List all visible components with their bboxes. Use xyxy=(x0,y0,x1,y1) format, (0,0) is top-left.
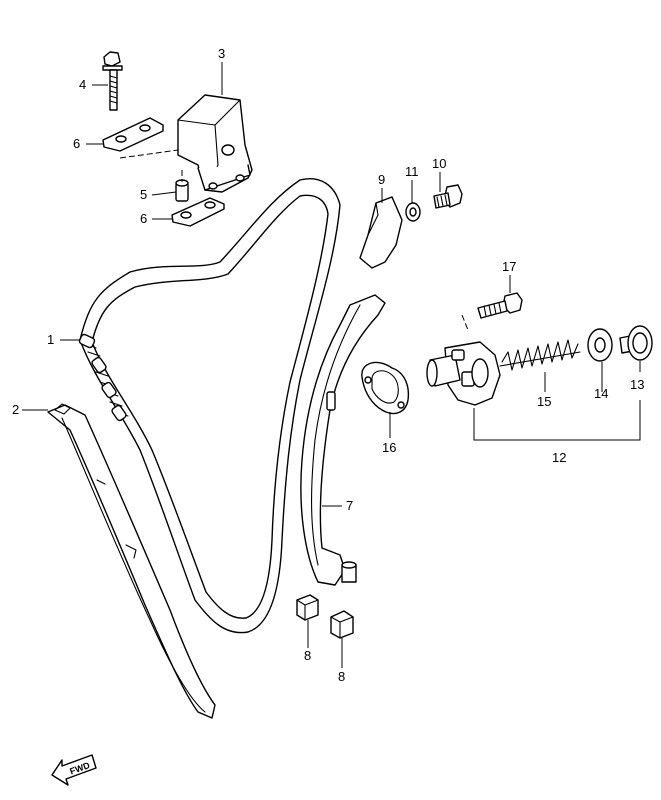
part-6-plate-lower xyxy=(171,197,225,227)
part-4-bolt xyxy=(102,51,123,111)
callout-8-right: 8 xyxy=(338,669,345,684)
callout-9: 9 xyxy=(378,172,385,187)
fwd-arrow-icon: FWD xyxy=(51,754,97,786)
leader-lines xyxy=(22,62,641,668)
callout-10: 10 xyxy=(432,156,446,171)
part-14-washer xyxy=(587,328,613,362)
callout-5: 5 xyxy=(140,187,147,202)
part-10-bolt xyxy=(433,184,463,209)
callout-6-lower: 6 xyxy=(140,211,147,226)
callout-6-upper: 6 xyxy=(73,136,80,151)
part-13-cap-bolt xyxy=(619,325,653,361)
callout-15: 15 xyxy=(537,394,551,409)
part-3-guide-holder xyxy=(177,94,253,193)
callout-7: 7 xyxy=(346,498,353,513)
part-9-stopper xyxy=(359,196,403,269)
callout-17: 17 xyxy=(502,259,516,274)
assembly-line xyxy=(461,314,469,331)
callout-2: 2 xyxy=(12,402,19,417)
callout-1: 1 xyxy=(47,332,54,347)
part-6-plate-upper xyxy=(102,117,164,152)
callout-16: 16 xyxy=(382,440,396,455)
callouts: 3 4 6 5 6 1 2 9 11 10 17 15 14 13 16 12 … xyxy=(12,46,644,684)
callout-4: 4 xyxy=(79,77,86,92)
callout-3: 3 xyxy=(218,46,225,61)
part-12-tensioner-body xyxy=(426,341,501,406)
callout-11: 11 xyxy=(405,164,419,179)
assembly-line xyxy=(119,149,179,159)
callout-13: 13 xyxy=(630,377,644,392)
part-17-bolt xyxy=(477,292,523,319)
part-1-cam-chain xyxy=(78,178,341,634)
part-11-washer xyxy=(405,202,421,222)
part-8-cushion-a xyxy=(296,594,319,621)
callout-12: 12 xyxy=(552,450,566,465)
part-16-gasket xyxy=(361,361,410,415)
callout-8-left: 8 xyxy=(304,648,311,663)
part-8-cushion-b xyxy=(330,610,354,639)
callout-14: 14 xyxy=(594,386,608,401)
part-7-front-guide xyxy=(300,294,386,586)
part-2-rear-guide xyxy=(47,403,216,719)
part-5-sleeve xyxy=(175,179,189,202)
part-15-spring xyxy=(499,339,581,371)
